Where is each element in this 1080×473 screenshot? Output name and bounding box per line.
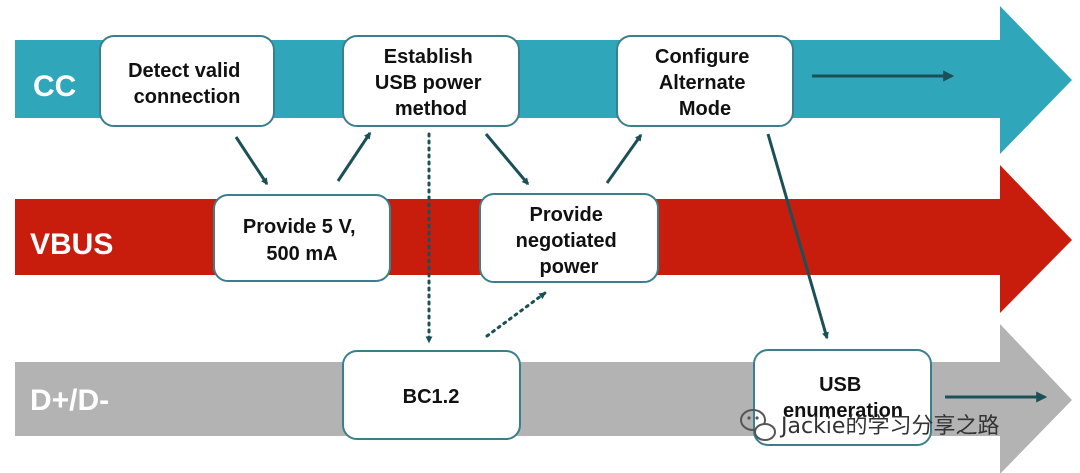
provide-5v-box bbox=[213, 194, 391, 282]
watermark: Jackie的学习分享之路 bbox=[740, 409, 999, 441]
usb-enumeration-box bbox=[753, 349, 932, 446]
negotiated-power-box bbox=[479, 193, 659, 283]
wechat-icon bbox=[740, 409, 776, 441]
bc12-text: BC1.2 bbox=[403, 386, 460, 408]
cc-lane-band bbox=[15, 6, 1072, 154]
arrow-configure-to-usb-enumeration bbox=[766, 133, 829, 340]
arrow-provide5v-to-establish bbox=[336, 131, 372, 182]
arrow-negotiated-to-configure bbox=[605, 133, 643, 184]
bc12-box bbox=[342, 350, 521, 440]
detect-connection-box bbox=[99, 35, 275, 127]
provide-5v-text: Provide 5 V, 500 mA bbox=[243, 216, 361, 265]
dp-lane-label: D+/D- bbox=[30, 384, 109, 417]
usb-enumeration-text: USB enumeration bbox=[783, 374, 903, 422]
establish-power-text: Establish USB power method bbox=[375, 46, 487, 120]
vbus-lane-label: VBUS bbox=[30, 228, 113, 261]
configure-mode-box bbox=[616, 35, 794, 127]
configure-mode-text: Configure Alternate Mode bbox=[655, 46, 755, 120]
arrow-detect-to-provide5v bbox=[234, 136, 269, 186]
arrow-establish-to-negotiated bbox=[484, 133, 530, 186]
cc-lane-label: CC bbox=[33, 70, 76, 103]
dotted-arrow-bc12-to-negotiated bbox=[485, 291, 547, 338]
negotiated-power-text: Provide negotiated power bbox=[516, 204, 623, 278]
watermark-text: Jackie的学习分享之路 bbox=[779, 414, 999, 439]
detect-connection-text: Detect valid connection bbox=[128, 60, 246, 108]
establish-power-box bbox=[342, 35, 520, 127]
